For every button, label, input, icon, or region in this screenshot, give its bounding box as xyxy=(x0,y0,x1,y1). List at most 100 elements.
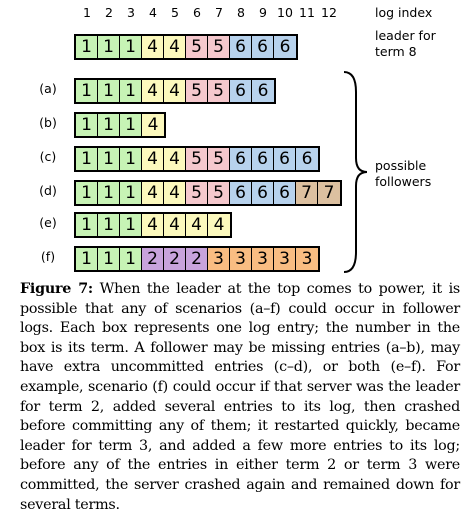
followers-label-line1: possible xyxy=(375,158,427,173)
log-entry: 1 xyxy=(98,148,120,170)
log-entry: 4 xyxy=(142,148,164,170)
log-entry: 1 xyxy=(120,36,142,58)
log-entry: 4 xyxy=(164,148,186,170)
log-entry: 1 xyxy=(76,80,98,102)
row-label: (f) xyxy=(40,249,56,264)
log-index-number: 7 xyxy=(215,5,223,20)
log-index-number: 9 xyxy=(259,5,267,20)
log-entry: 4 xyxy=(142,214,164,236)
row-label: (b) xyxy=(39,115,57,130)
log-entry: 4 xyxy=(164,36,186,58)
log-index-number: 2 xyxy=(105,5,113,20)
log-entry: 5 xyxy=(186,148,208,170)
log-entry: 1 xyxy=(120,214,142,236)
log-entry: 1 xyxy=(98,182,120,204)
log-index-number: 8 xyxy=(237,5,245,20)
log-entry: 1 xyxy=(76,214,98,236)
leader-label-line2: term 8 xyxy=(375,44,417,59)
row-label: (d) xyxy=(39,183,57,198)
row-label: (e) xyxy=(39,215,57,230)
caption-text: When the leader at the top comes to powe… xyxy=(20,281,460,513)
log-entry: 6 xyxy=(230,80,252,102)
figure-caption: Figure 7: When the leader at the top com… xyxy=(20,280,460,515)
log-entry: 1 xyxy=(98,248,120,270)
row-label: (a) xyxy=(39,81,57,96)
log-entry: 6 xyxy=(274,148,296,170)
log-entry: 1 xyxy=(120,182,142,204)
log-entry: 1 xyxy=(76,248,98,270)
log-entry: 1 xyxy=(120,148,142,170)
log-entry: 1 xyxy=(76,148,98,170)
log-entry: 3 xyxy=(252,248,274,270)
log-entry: 1 xyxy=(76,114,98,136)
log-entry: 4 xyxy=(142,36,164,58)
log-entry: 4 xyxy=(186,214,208,236)
log-entry: 6 xyxy=(230,182,252,204)
log-entry: 5 xyxy=(208,182,230,204)
log-entry: 3 xyxy=(230,248,252,270)
log-entry: 1 xyxy=(120,248,142,270)
log-index-number: 11 xyxy=(299,5,315,20)
log-entry: 5 xyxy=(208,36,230,58)
log-index-number: 3 xyxy=(127,5,135,20)
log-entry: 6 xyxy=(274,182,296,204)
log-entry: 7 xyxy=(318,182,340,204)
log-entry: 7 xyxy=(296,182,318,204)
log-index-number: 10 xyxy=(277,5,293,20)
log-entry: 1 xyxy=(98,214,120,236)
log-entry: 1 xyxy=(98,36,120,58)
log-entry: 6 xyxy=(296,148,318,170)
log-entry: 4 xyxy=(164,214,186,236)
log-index-number: 1 xyxy=(83,5,91,20)
log-entry: 6 xyxy=(252,80,274,102)
log-entry: 5 xyxy=(186,80,208,102)
possible-followers-label: possible followers xyxy=(375,158,431,190)
log-entry: 5 xyxy=(208,80,230,102)
log-entry: 1 xyxy=(98,80,120,102)
log-entry: 1 xyxy=(98,114,120,136)
log-entry: 6 xyxy=(252,148,274,170)
log-entry: 5 xyxy=(186,36,208,58)
log-index-number: 6 xyxy=(193,5,201,20)
leader-label-line1: leader for xyxy=(375,28,436,43)
log-entry: 6 xyxy=(230,36,252,58)
log-entry: 1 xyxy=(120,80,142,102)
log-entry: 2 xyxy=(164,248,186,270)
log-entry: 5 xyxy=(208,148,230,170)
log-entry: 2 xyxy=(142,248,164,270)
log-index-number: 12 xyxy=(321,5,337,20)
log-entry: 1 xyxy=(76,182,98,204)
log-entry: 4 xyxy=(208,214,230,236)
log-entry: 2 xyxy=(186,248,208,270)
log-entry: 4 xyxy=(142,80,164,102)
log-index-number: 5 xyxy=(171,5,179,20)
followers-brace xyxy=(343,71,368,273)
log-entry: 4 xyxy=(142,114,164,136)
log-index-label: log index xyxy=(375,5,433,20)
log-index-number: 4 xyxy=(149,5,157,20)
log-entry: 6 xyxy=(252,36,274,58)
log-entry: 3 xyxy=(296,248,318,270)
log-entry: 6 xyxy=(252,182,274,204)
log-entry: 6 xyxy=(230,148,252,170)
log-entry: 4 xyxy=(164,182,186,204)
log-entry: 5 xyxy=(186,182,208,204)
log-entry: 3 xyxy=(274,248,296,270)
log-entry: 1 xyxy=(120,114,142,136)
leader-label: leader for term 8 xyxy=(375,28,436,60)
row-label: (c) xyxy=(39,149,57,164)
caption-figure-number: Figure 7: xyxy=(20,281,93,297)
log-entry: 6 xyxy=(274,36,296,58)
log-entry: 4 xyxy=(164,80,186,102)
log-entry: 4 xyxy=(142,182,164,204)
log-entry: 3 xyxy=(208,248,230,270)
log-entry: 1 xyxy=(76,36,98,58)
followers-label-line2: followers xyxy=(375,174,432,189)
